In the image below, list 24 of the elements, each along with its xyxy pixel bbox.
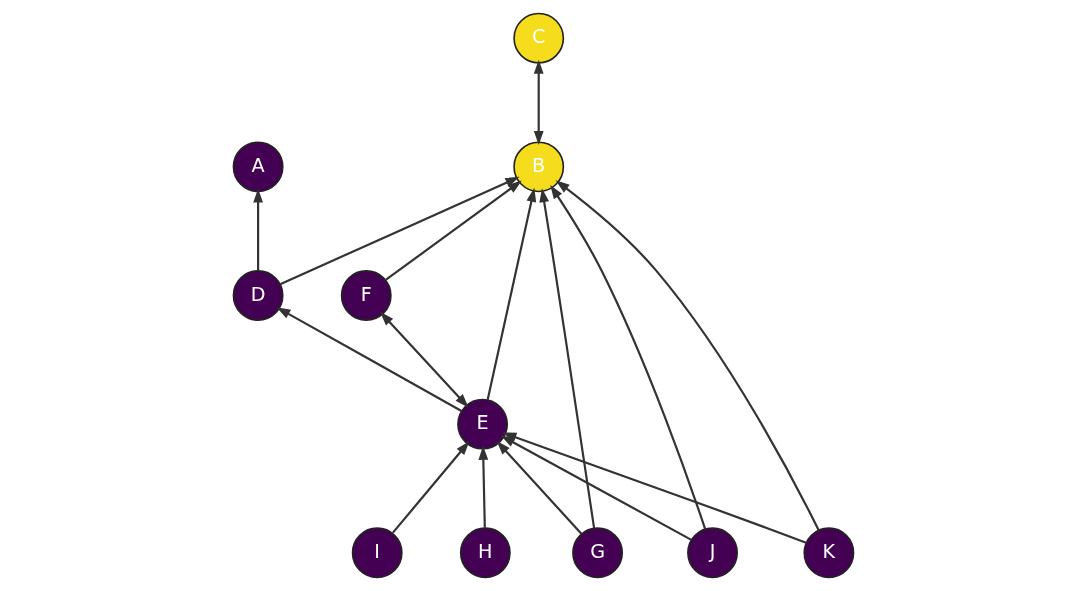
arrow [253,188,263,271]
arrow [496,440,583,535]
arrow [550,184,707,530]
node-circle: A [232,141,284,193]
arrow [539,188,596,529]
arrow [533,59,544,146]
arrow [555,180,820,531]
node-circle: G [572,527,624,579]
node-circle: J [687,527,738,579]
arrow [385,180,522,281]
arrow [279,176,520,286]
arrow [276,307,462,412]
arrow [380,311,469,408]
node-circle: C [513,12,565,64]
arrow [478,445,489,528]
node-circle: F [340,270,392,321]
node-circle: B [513,141,565,193]
arrow [486,187,537,400]
node-circle: D [232,270,284,321]
node-circle: E [457,398,509,450]
node-circle: K [803,527,855,579]
node-circle: H [459,527,511,579]
arrow [391,441,470,534]
node-circle: I [351,527,403,579]
